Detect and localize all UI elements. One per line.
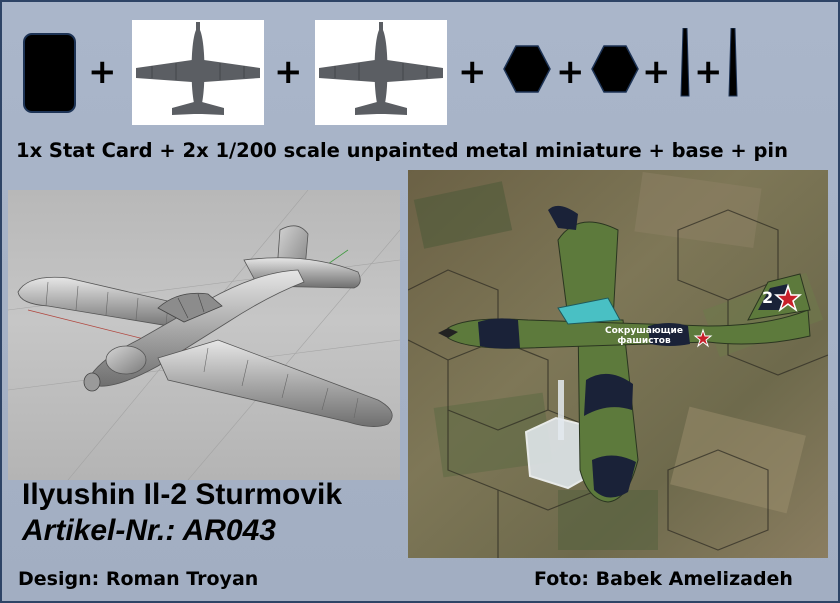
plane-top-view-icon: [315, 20, 447, 125]
article-number: Artikel-Nr.: AR043: [22, 514, 276, 547]
stat-card-icon: [23, 33, 76, 113]
hex-base-icon: [503, 45, 551, 93]
plane-top-view-icon: [132, 20, 264, 125]
product-name: Ilyushin Il-2 Sturmovik: [22, 478, 343, 511]
fuselage-slogan: Сокрушающие фашистов: [605, 326, 683, 346]
plus-sign: +: [556, 52, 585, 92]
painted-miniature-photo: Сокрушающие фашистов 2: [408, 170, 828, 558]
plus-sign: +: [274, 52, 303, 92]
design-credit: Design: Roman Troyan: [18, 568, 259, 590]
components-caption: 1x Stat Card + 2x 1/200 scale unpainted …: [16, 139, 788, 162]
plus-sign: +: [694, 52, 723, 92]
pin-icon: [680, 28, 690, 97]
cad-render-image: [7, 189, 401, 481]
plus-sign: +: [642, 52, 671, 92]
photo-credit: Foto: Babek Amelizadeh: [534, 568, 793, 590]
tail-number: 2: [762, 288, 774, 307]
pin-icon: [728, 28, 738, 97]
plus-sign: +: [458, 52, 487, 92]
hex-base-icon: [591, 45, 639, 93]
plus-sign: +: [88, 52, 117, 92]
